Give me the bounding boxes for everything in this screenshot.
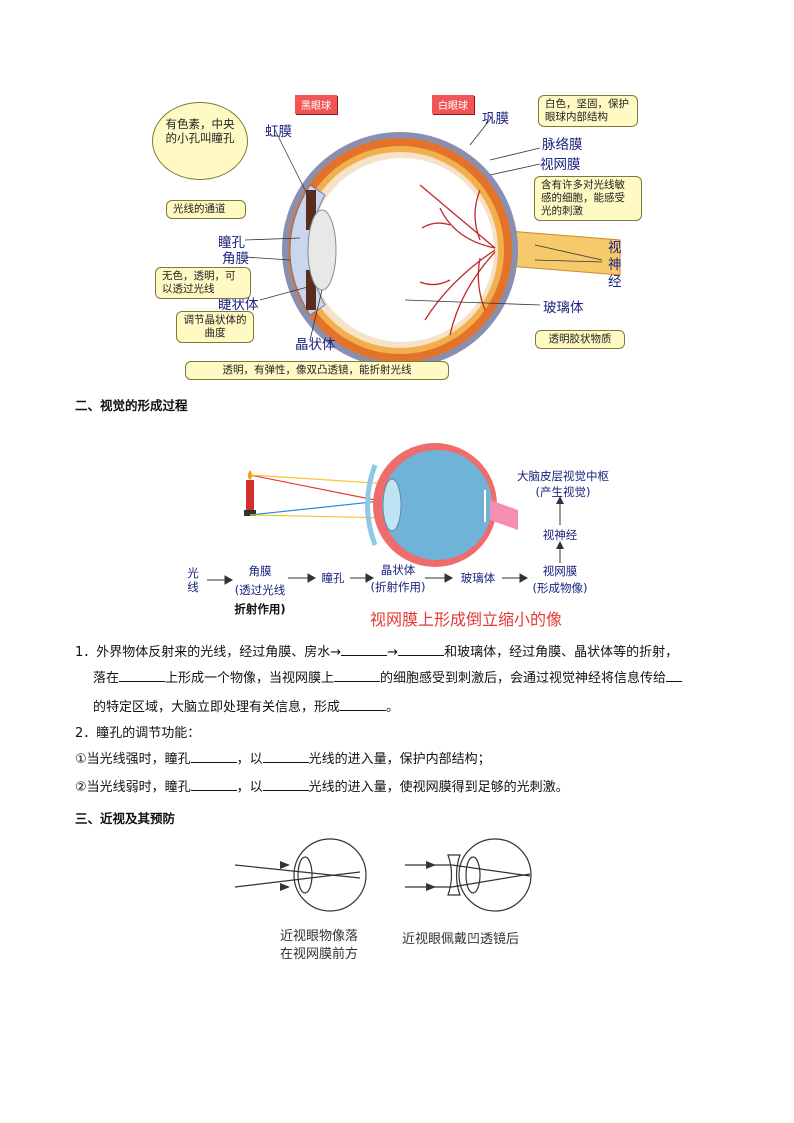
caption-myopia-left-line2: 在视网膜前方	[280, 947, 359, 962]
callout-retina: 含有许多对光线敏感的细胞，能感受光的刺激	[534, 176, 642, 221]
white-eyeball-tag: 白眼球	[432, 95, 474, 114]
callout-lens: 透明，有弹性，像双凸透镜，能折射光线	[185, 361, 449, 380]
flow-retina: 视网膜	[542, 564, 578, 578]
callout-cornea: 无色，透明，可以透过光线	[155, 267, 251, 299]
blank[interactable]	[190, 776, 237, 791]
label-ciliary-body: 睫状体	[218, 297, 259, 313]
flow-lens-note: (折射作用)	[370, 580, 426, 594]
flow-cortex: 大脑皮层视觉中枢	[517, 469, 609, 483]
light-path-illustration	[207, 443, 564, 585]
label-pupil: 瞳孔	[218, 235, 245, 251]
blank[interactable]	[262, 748, 309, 763]
label-retina: 视网膜	[540, 157, 581, 173]
callout-pupil: 光线的通道	[166, 200, 246, 219]
label-iris: 虹膜	[265, 124, 292, 140]
question-2-title: 2．瞳孔的调节功能：	[75, 726, 201, 741]
blank[interactable]	[119, 667, 166, 682]
question-2-item-2: ②当光线弱时，瞳孔，以光线的进入量，使视网膜得到足够的光刺激。	[75, 775, 569, 801]
flow-vitreous: 玻璃体	[460, 571, 496, 585]
label-sclera: 巩膜	[482, 111, 509, 127]
question-2-item-1: ①当光线强时，瞳孔，以光线的进入量，保护内部结构；	[75, 747, 491, 773]
callout-sclera: 白色，坚固，保护眼球内部结构	[538, 95, 638, 127]
flow-cornea: 角膜	[248, 564, 272, 578]
flow-pupil: 瞳孔	[321, 571, 345, 585]
section-title-myopia: 三、近视及其预防	[75, 811, 176, 826]
label-optic-nerve: 视神经	[608, 240, 622, 290]
caption-myopia-left-line1: 近视眼物像落	[280, 929, 359, 944]
label-choroid: 脉络膜	[542, 137, 583, 153]
flow-conclusion: 视网膜上形成倒立缩小的像	[370, 610, 563, 629]
flow-optic-nerve: 视神经	[542, 528, 578, 542]
flow-cornea-note2: 折射作用)	[234, 602, 286, 616]
flow-retina-note: (形成物像)	[532, 581, 588, 595]
blank[interactable]	[341, 641, 388, 656]
flow-lens: 晶状体	[380, 563, 416, 577]
question-1-line-2: 落在上形成一个物像，当视网膜上的细胞感受到刺激后，会通过视觉神经将信息传给	[93, 666, 683, 692]
label-vitreous: 玻璃体	[543, 300, 584, 316]
myopia-illustration	[234, 838, 532, 912]
question-1-line-3: 的特定区域，大脑立即处理有关信息，形成。	[93, 695, 399, 721]
callout-ciliary: 调节晶状体的曲度	[176, 311, 254, 343]
blank[interactable]	[398, 641, 445, 656]
blank[interactable]	[190, 748, 237, 763]
eye-anatomy-figure: 黑眼球 白眼球 虹膜 巩膜 脉络膜 视网膜 瞳孔 角膜 睫状体 晶状体 玻璃体 …	[150, 90, 650, 385]
section-title-vision-formation: 二、视觉的形成过程	[75, 398, 188, 413]
callout-iris: 有色素，中央的小孔叫瞳孔	[152, 102, 248, 180]
blank[interactable]	[340, 696, 387, 711]
question-1-line-1: 1．外界物体反射来的光线，经过角膜、房水→→和玻璃体，经过角膜、晶状体等的折射，	[75, 640, 678, 666]
label-lens: 晶状体	[295, 337, 336, 353]
callout-vitreous: 透明胶状物质	[535, 330, 625, 349]
black-eyeball-tag: 黑眼球	[295, 95, 337, 114]
blank[interactable]	[666, 667, 683, 682]
flow-light: 光线	[187, 566, 199, 594]
eye-cross-section-illustration	[150, 90, 650, 385]
vision-formation-figure: 大脑皮层视觉中枢 (产生视觉) 视神经 光线 角膜 (透过光线 折射作用) 瞳孔…	[180, 420, 630, 630]
blank[interactable]	[334, 667, 381, 682]
blank[interactable]	[262, 776, 309, 791]
flow-cortex-note: (产生视觉)	[535, 485, 591, 499]
flow-cornea-note: (透过光线	[234, 583, 286, 597]
caption-myopia-right: 近视眼佩戴凹透镜后	[402, 932, 520, 947]
label-cornea: 角膜	[222, 251, 249, 267]
